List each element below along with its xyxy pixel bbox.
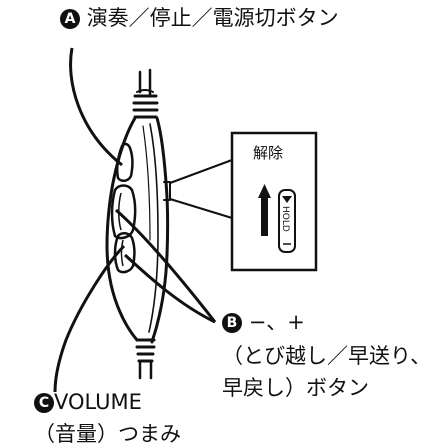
leader-line-a [69,47,123,167]
release-label: 解除 [253,144,284,162]
callout-b-line2: （とび越し／早送り、 [222,344,425,368]
callout-a-text: 演奏／停止／電源切ボタン [86,6,339,30]
leader-line-b2 [123,253,216,324]
callout-a: A 演奏／停止／電源切ボタン [60,8,339,29]
leader-line-b1 [115,208,217,323]
badge-a: A [60,9,80,29]
play-stop-button-shape [115,142,134,182]
inset-leader-bottom [169,198,233,219]
badge-b: B [222,313,242,333]
inset-leader-top [169,159,233,184]
hold-inset [169,131,318,272]
arrow-up-icon [258,184,271,236]
remote-body [105,68,171,380]
callout-b-line3: 早戻し）ボタン [222,376,369,400]
skip-buttons-shape [110,184,137,240]
callout-c-line2: （音量）つまみ [34,422,181,446]
callout-b-keys: −、+ [248,310,305,334]
callout-b-line1: B −、+ [222,312,305,333]
hold-label: HOLD [280,206,290,232]
callout-c-volume: VOLUME [54,390,142,414]
leader-line-c [53,244,126,393]
hold-triangle-icon [282,196,292,203]
volume-knob-shape [113,232,136,274]
badge-c: C [34,393,54,413]
hold-slider [278,189,296,253]
inset-frame [230,131,318,272]
